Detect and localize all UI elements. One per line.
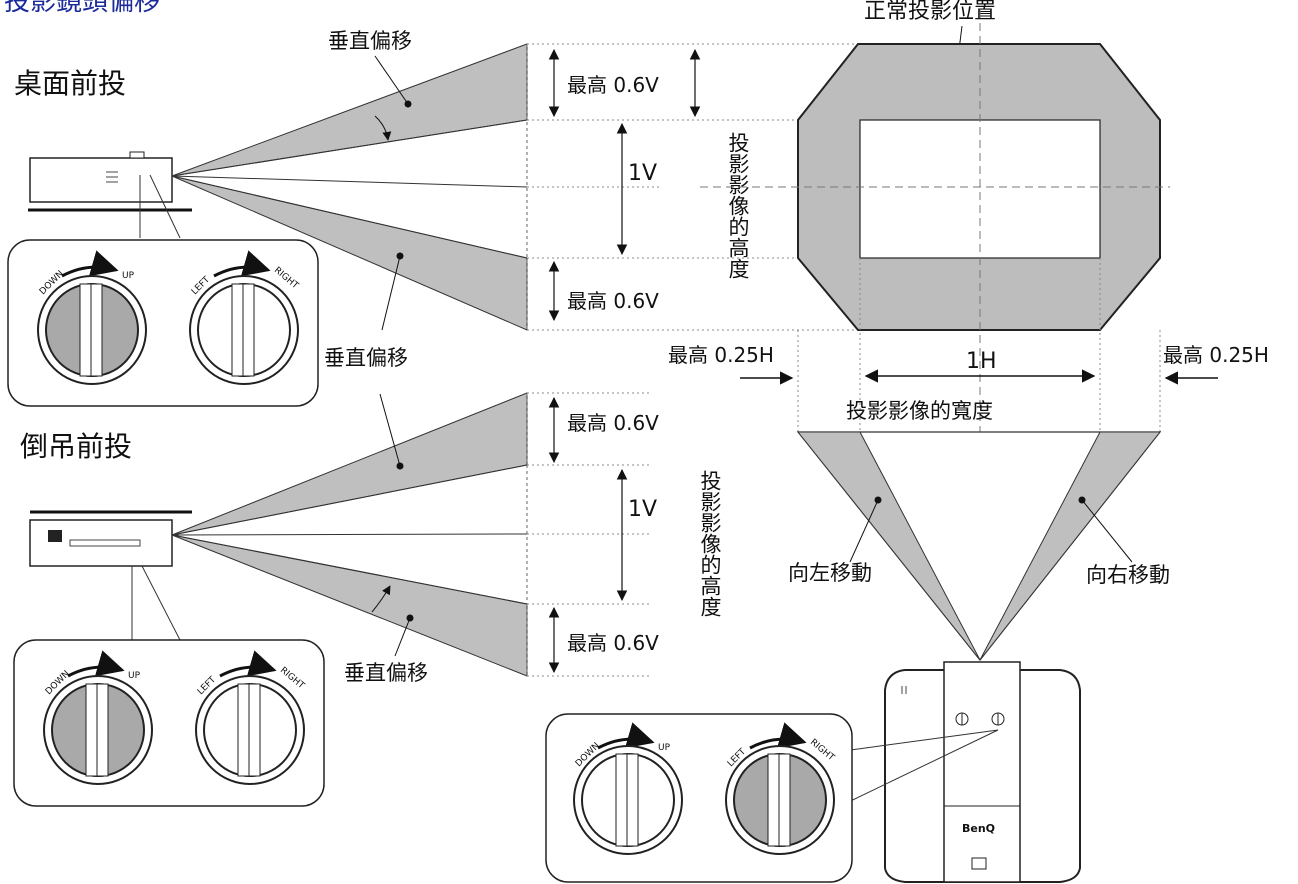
bottom-max-06v-lower: 最高 0.6V	[567, 631, 659, 655]
projector-rear-view: BenQ	[884, 661, 1081, 883]
bottom-image-height-label: 投影影像的高度	[698, 470, 722, 617]
ceiling-projector	[29, 510, 192, 641]
shift-left-label: 向左移動	[788, 561, 872, 585]
bottom-max-06v-upper: 最高 0.6V	[567, 411, 659, 435]
ceiling-front-label: 倒吊前投	[20, 430, 132, 463]
top-image-height-label: 投影影像的高度	[726, 132, 750, 279]
vertical-shift-label-2: 垂直偏移	[324, 346, 408, 370]
normal-position-label: 正常投影位置	[864, 0, 996, 24]
width-1h: 1H	[966, 349, 997, 374]
rear-dial-panel: DOWN UP LEFT RIGHT	[545, 713, 853, 883]
header-title: 投影鏡頭偏移	[4, 0, 160, 17]
left-shift-beam	[796, 431, 981, 661]
brand-logo: BenQ	[962, 822, 995, 835]
rear-dial-up: UP	[658, 743, 671, 753]
max-025h-left: 最高 0.25H	[668, 343, 774, 367]
desk-dial-panel: DOWN UP LEFT RIGHT	[7, 239, 319, 407]
image-width-label: 投影影像的寬度	[846, 399, 993, 423]
ceiling-dial-up: UP	[128, 671, 141, 681]
desk-dial-up: UP	[122, 271, 135, 281]
ceiling-dial-panel: DOWN UP LEFT RIGHT	[13, 639, 325, 807]
shift-right-label: 向右移動	[1086, 563, 1170, 587]
right-shift-beam	[979, 431, 1162, 661]
ceiling-upper-beam	[171, 392, 528, 536]
desk-projector	[28, 151, 192, 239]
bottom-1v: 1V	[628, 497, 657, 522]
top-1v: 1V	[628, 161, 657, 186]
vertical-shift-label-1: 垂直偏移	[328, 29, 412, 53]
vertical-shift-label-3: 垂直偏移	[344, 661, 428, 685]
top-max-06v-lower: 最高 0.6V	[567, 289, 659, 313]
desk-front-label: 桌面前投	[14, 67, 126, 100]
top-max-06v-upper: 最高 0.6V	[567, 73, 659, 97]
max-025h-right: 最高 0.25H	[1163, 343, 1269, 367]
desk-upper-beam	[171, 43, 528, 177]
